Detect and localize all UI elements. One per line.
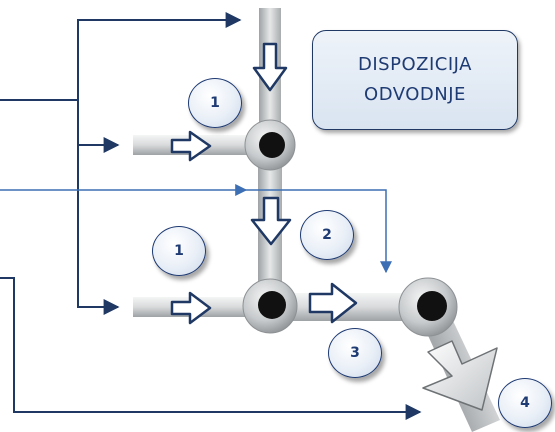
connector-to-right-joint <box>246 189 392 274</box>
connector-to-top <box>77 12 242 100</box>
badge-3: 3 <box>328 328 382 378</box>
pipe-joint-lower-hole <box>258 291 286 319</box>
connector-to-lower-pipe <box>77 145 120 315</box>
flow-arrows <box>170 42 358 325</box>
flow-arrow-outlet <box>422 340 498 411</box>
pipe-joint-right-hole <box>417 291 447 321</box>
badge-4: 4 <box>498 378 552 428</box>
badge-2: 2 <box>300 210 354 260</box>
flow-arrow-right-middle <box>308 282 358 324</box>
title-line-1: DISPOZICIJA <box>358 54 472 75</box>
badge-1-middle: 1 <box>152 226 206 276</box>
connector-lines <box>0 12 422 420</box>
flow-arrow-right-upper <box>170 130 212 162</box>
badge-1-top: 1 <box>188 78 242 128</box>
flow-arrow-down-top <box>252 42 288 92</box>
pipe-joint-upper-hole <box>259 132 285 158</box>
connector-to-outlet <box>0 277 422 420</box>
title-box: DISPOZICIJA ODVODNJE <box>312 30 518 130</box>
flow-arrow-right-lower <box>170 291 212 325</box>
connector-to-upper-pipe <box>77 100 120 153</box>
title-line-2: ODVODNJE <box>364 84 466 105</box>
flow-arrow-down-middle <box>250 196 292 246</box>
